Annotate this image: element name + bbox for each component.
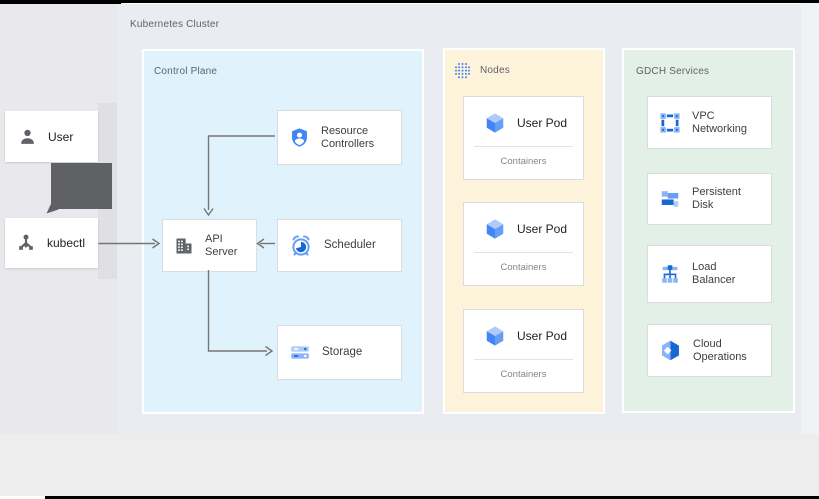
control-plane-label: Control Plane	[154, 66, 218, 77]
dotted-grid-icon	[455, 63, 470, 79]
user-card: User	[5, 111, 98, 162]
cloud-operations-card: Cloud Operations	[647, 324, 772, 377]
nodes-label: Nodes	[480, 65, 510, 76]
load-balancer-label: Load Balancer	[692, 261, 736, 286]
gdch-services-label: GDCH Services	[636, 66, 710, 77]
user-pod-card-3: User Pod Containers	[463, 309, 584, 393]
containers-label: Containers	[500, 369, 547, 380]
api-server-label: API Server	[205, 232, 238, 258]
kubernetes-cluster-label: Kubernetes Cluster	[130, 19, 220, 30]
storage-label: Storage	[322, 346, 363, 358]
gdch-services-panel: GDCH Services VPC Networking	[622, 48, 795, 413]
load-balancer-icon	[662, 265, 678, 283]
top-frame-bar-left	[0, 0, 121, 4]
storage-card: Storage	[277, 325, 402, 380]
resource-controllers-label: Resource Controllers	[321, 124, 375, 150]
containers-label: Containers	[500, 156, 547, 167]
pod-divider	[474, 359, 573, 360]
nodes-panel: Nodes User Pod Containers	[443, 48, 605, 414]
cube-icon	[486, 113, 504, 133]
alarm-clock-icon	[292, 235, 310, 256]
persistent-disk-label: Persistent Disk	[692, 186, 741, 211]
cloud-operations-label: Cloud Operations	[693, 337, 747, 363]
pod-divider	[474, 146, 573, 147]
top-frame-bar	[0, 0, 819, 3]
vpc-networking-card: VPC Networking	[647, 96, 772, 149]
containers-label: Containers	[500, 262, 547, 273]
pod-divider	[474, 252, 573, 253]
bottom-frame-bar	[45, 496, 819, 499]
cube-icon	[486, 219, 504, 239]
user-pod-label: User Pod	[517, 116, 568, 130]
kubectl-icon	[19, 234, 33, 250]
shield-person-icon	[292, 128, 307, 147]
control-plane-panel: Control Plane Resource Controllers	[142, 49, 424, 414]
user-label: User	[48, 129, 74, 144]
api-server-card: API Server	[162, 219, 257, 272]
right-background-margin	[801, 3, 819, 434]
persistent-disk-card: Persistent Disk	[647, 173, 772, 225]
vpc-networking-label: VPC Networking	[692, 109, 748, 135]
vpc-network-icon	[660, 112, 680, 133]
user-pod-card-1: User Pod Containers	[463, 96, 584, 180]
user-pod-label: User Pod	[517, 329, 568, 343]
user-pod-label: User Pod	[517, 222, 568, 236]
bottom-background-band	[0, 434, 819, 496]
scheduler-card: Scheduler	[277, 219, 402, 272]
load-balancer-card: Load Balancer	[647, 245, 772, 303]
cube-icon	[486, 326, 504, 346]
resource-controllers-card: Resource Controllers	[277, 110, 402, 165]
left-shadow-strip	[98, 103, 118, 279]
server-stack-icon	[291, 346, 309, 359]
building-icon	[176, 238, 192, 253]
persistent-disk-icon	[661, 191, 679, 207]
kubectl-label: kubectl	[47, 236, 86, 250]
user-icon	[21, 129, 34, 144]
nodes-label-row: Nodes	[454, 62, 510, 79]
cloud-operations-icon	[662, 340, 679, 361]
kubectl-card: kubectl	[5, 218, 98, 268]
user-pod-card-2: User Pod Containers	[463, 202, 584, 286]
scheduler-label: Scheduler	[324, 239, 376, 251]
